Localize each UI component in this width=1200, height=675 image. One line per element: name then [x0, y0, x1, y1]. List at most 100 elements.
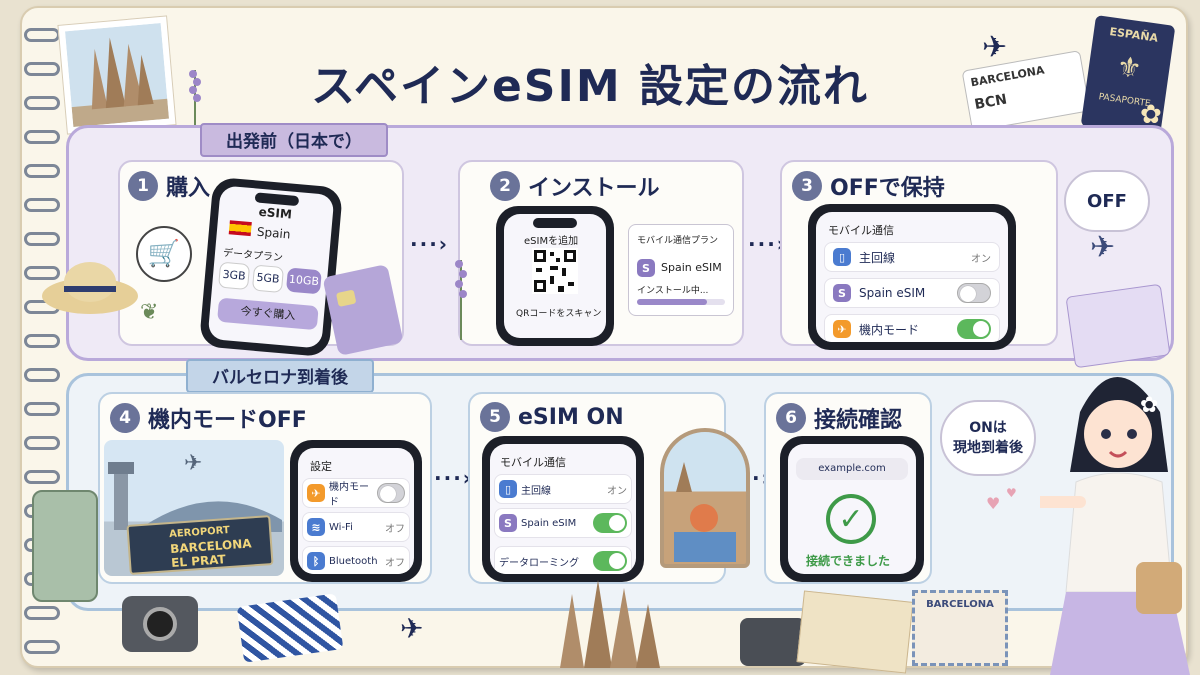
flow-arrow: ···› — [410, 232, 450, 256]
row-data-roaming[interactable]: データローミング — [494, 546, 632, 574]
qr-code-icon — [532, 248, 578, 294]
row-label: Wi-Fi — [329, 521, 353, 533]
sim-icon: ▯ — [833, 248, 851, 266]
park-guell-window — [660, 428, 750, 568]
airplane-toggle-off[interactable] — [377, 483, 405, 503]
flower-icon: ✿ — [1140, 100, 1162, 130]
lavender-sprig-icon — [446, 250, 476, 340]
row-state: オフ — [385, 557, 405, 569]
row-label: 主回線 — [521, 485, 551, 497]
plan-option-10gb[interactable]: 10GB — [285, 267, 322, 295]
straw-hat — [40, 250, 140, 320]
spain-flag-icon — [228, 220, 252, 237]
row-airplane-mode[interactable]: ✈ 機内モード — [302, 478, 410, 508]
row-label: 主回線 — [859, 250, 896, 265]
bluetooth-icon: ᛒ — [307, 552, 325, 570]
install-progress-bar — [637, 299, 725, 305]
phone-purchase: eSIM Spain データプラン 3GB 5GB 10GB 今すぐ購入 — [198, 176, 344, 358]
checkmark-icon: ✓ — [826, 494, 876, 544]
phone-qr-scan: eSIMを追加 QRコードをスキャン — [496, 206, 614, 346]
leaf-icon: ❦ — [140, 300, 159, 325]
step-number: 5 — [480, 402, 510, 432]
airplane-icon: ✈ — [833, 320, 851, 338]
plan-label: データプラン — [222, 247, 284, 264]
esim-s-icon: S — [637, 259, 655, 277]
row-state: オン — [971, 253, 991, 265]
sagrada-familia-photo — [57, 15, 177, 135]
esim-toggle-off[interactable] — [957, 283, 991, 303]
step-4-header: 4 機内モードOFF — [110, 402, 307, 434]
row-label: データローミング — [499, 557, 579, 569]
on-after-arrival-bubble: ONは 現地到着後 — [940, 400, 1036, 476]
map-fragment — [796, 590, 914, 674]
airplane-icon: ✈ — [1090, 230, 1116, 265]
step-title: 接続確認 — [814, 408, 903, 433]
row-primary-line[interactable]: ▯ 主回線 オン — [494, 474, 632, 504]
row-primary-line[interactable]: ▯ 主回線 オン — [824, 242, 1000, 272]
sagrada-familia-sketch — [540, 574, 680, 668]
row-spain-esim[interactable]: S Spain eSIM — [494, 508, 632, 538]
barcelona-postage-stamp: BARCELONA — [912, 590, 1008, 666]
sim-icon: ▯ — [499, 480, 517, 498]
camera-icon — [122, 596, 198, 652]
step-title: 購入 — [166, 176, 211, 201]
panel-title: モバイル通信プラン — [637, 236, 719, 246]
roaming-toggle-on[interactable] — [593, 551, 627, 571]
row-label: 機内モード — [329, 482, 369, 508]
esim-header: eSIM — [258, 204, 293, 222]
progress-label: インストール中... — [637, 286, 709, 296]
section-label-before: 出発前（日本で） — [200, 123, 388, 157]
plan-option-5gb[interactable]: 5GB — [251, 264, 285, 294]
row-label: Bluetooth — [329, 555, 378, 567]
lavender-sprig-icon — [180, 60, 210, 130]
airport-sign: AEROPORT BARCELONA EL PRAT — [126, 515, 274, 575]
row-spain-esim[interactable]: S Spain eSIM — [824, 278, 1000, 308]
flow-arrow: ···› — [748, 232, 788, 256]
airplane-icon: ✈ — [307, 484, 325, 502]
connected-message: 接続できました — [806, 554, 891, 568]
page-title: スペインeSIM 設定の流れ — [311, 61, 869, 112]
esim-toggle-on[interactable] — [593, 513, 627, 533]
qr-caption: QRコードをスキャン — [516, 309, 602, 319]
phone-mobile-settings: モバイル通信 ▯ 主回線 オン S Spain eSIM ✈ 機内モード — [808, 204, 1016, 350]
bubble-text: ONは 現地到着後 — [953, 420, 1023, 456]
mobile-plan-panel: モバイル通信プラン S Spain eSIM インストール中... — [628, 224, 734, 316]
row-state: オン — [607, 485, 627, 497]
url-bar[interactable]: example.com — [796, 458, 908, 480]
url-text: example.com — [818, 463, 886, 474]
plan-option-3gb[interactable]: 3GB — [218, 261, 251, 291]
row-bluetooth[interactable]: ᛒ Bluetooth オフ — [302, 546, 410, 574]
step-number: 6 — [776, 403, 806, 433]
step-number: 2 — [490, 171, 520, 201]
buy-now-button[interactable]: 今すぐ購入 — [217, 297, 319, 331]
country-name: Spain — [256, 224, 292, 242]
qr-title: eSIMを追加 — [524, 236, 579, 247]
stamp-city: BARCELONA — [926, 599, 994, 610]
step-number: 1 — [128, 171, 158, 201]
step-number: 4 — [110, 403, 140, 433]
settings-header: 設定 — [310, 460, 332, 473]
row-wifi[interactable]: ≋ Wi-Fi オフ — [302, 512, 410, 542]
step-title: 機内モードOFF — [148, 408, 307, 433]
heart-icon: ♥ — [1006, 486, 1017, 500]
airplane-icon: ✈ — [400, 612, 424, 645]
phone-mobile-settings: モバイル通信 ▯ 主回線 オン S Spain eSIM データローミング — [482, 436, 644, 582]
heart-icon: ♥ — [986, 494, 1001, 513]
svg-text:✿: ✿ — [1140, 393, 1158, 418]
settings-header: モバイル通信 — [828, 224, 894, 237]
suitcase-icon — [32, 490, 98, 602]
step-title: eSIM ON — [518, 404, 624, 430]
wifi-icon: ≋ — [307, 518, 325, 536]
settings-header: モバイル通信 — [500, 456, 566, 469]
step-6-header: 6 接続確認 — [776, 402, 902, 434]
esim-s-icon: S — [499, 514, 517, 532]
flow-arrow: ···› — [434, 466, 474, 490]
airplane-toggle-on[interactable] — [957, 319, 991, 339]
step-3-header: 3 OFFで保持 — [792, 170, 945, 202]
off-speech-bubble: OFF — [1064, 170, 1150, 232]
camera-icon — [740, 618, 806, 666]
step-title: インストール — [528, 176, 660, 201]
step-5-header: 5 eSIM ON — [480, 402, 624, 432]
row-airplane-mode[interactable]: ✈ 機内モード — [824, 314, 1000, 342]
row-label: 機内モード — [859, 322, 920, 337]
